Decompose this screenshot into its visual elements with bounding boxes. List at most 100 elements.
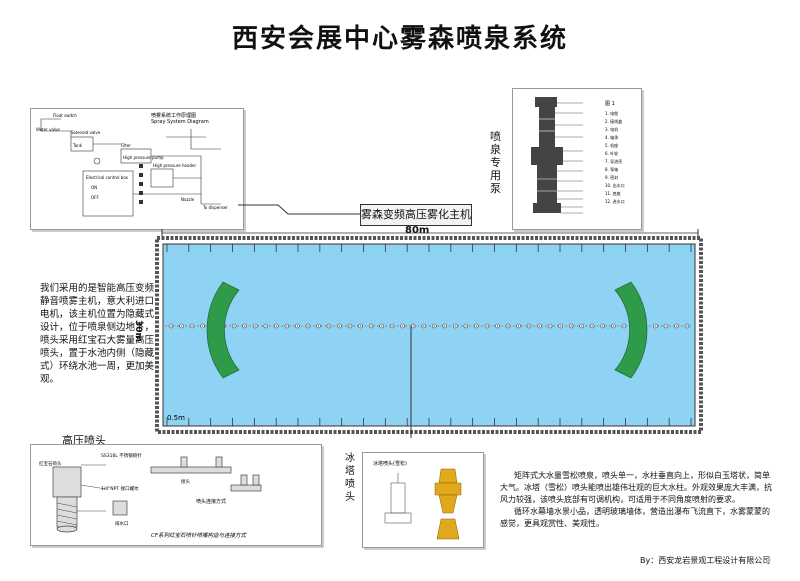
schematic-label: Float switch bbox=[53, 113, 77, 118]
schematic-title-cn: 喷雾系统工作原理图 bbox=[151, 112, 196, 119]
schematic-label: Water valve bbox=[36, 127, 60, 132]
schematic-label: Filter bbox=[121, 143, 131, 148]
nozzle-dot bbox=[170, 325, 172, 327]
nozzle-dot bbox=[475, 325, 477, 327]
schematic-label: OFF bbox=[91, 195, 99, 200]
nozzle-row bbox=[168, 323, 690, 329]
schematic-label: High pressure header bbox=[153, 163, 196, 168]
pump-drawing: 图 1 1. 电缆 2. 接线盒 3. 电机 4. 轴承 5. 机座 6. 叶轮… bbox=[531, 97, 625, 214]
ice-tower-nozzle-diagram: 冰塔喷头(雪松) bbox=[362, 452, 484, 548]
ice-tower-nozzle-label: 冰塔喷头 bbox=[345, 453, 355, 503]
page-title: 西安会展中心雾森喷泉系统 bbox=[231, 24, 568, 54]
top-posts bbox=[166, 244, 692, 252]
pool-water bbox=[162, 243, 696, 427]
right-green-arc bbox=[614, 281, 648, 379]
left-description: 我们采用的是智能高压变频静音喷雾主机，意大利进口电机，该主机位置为隐藏式设计，位… bbox=[40, 283, 155, 385]
nozzle-dot bbox=[201, 325, 204, 327]
nozzle-dot bbox=[328, 325, 330, 327]
pump-legend-item: 5. 机座 bbox=[605, 142, 618, 148]
nozzle-dot bbox=[686, 325, 688, 327]
nozzle-dot bbox=[233, 325, 235, 327]
nozzle-dot bbox=[465, 325, 467, 327]
spray-system-schematic: 喷雾系统工作原理图 Spray System Diagram Water val… bbox=[30, 108, 244, 230]
nozzle-label: 排水口 bbox=[115, 520, 129, 527]
nozzle-dot bbox=[433, 325, 435, 327]
nozzle-dot bbox=[391, 325, 393, 327]
pump-legend-item: 1. 电缆 bbox=[605, 110, 618, 116]
nozzle-dot bbox=[444, 325, 446, 327]
high-pressure-host-label: 雾森变频高压雾化主机 bbox=[360, 204, 472, 226]
right-description-para-2: 循环水幕墙水景小品，透明玻璃墙体，营造出瀑布飞流直下，水雾蒙蒙的感觉，更具观赏性… bbox=[500, 507, 770, 528]
fountain-pump-label: 喷泉专用泵 bbox=[490, 130, 501, 195]
nozzle-dot bbox=[591, 325, 593, 327]
nozzle-dot bbox=[275, 325, 277, 327]
nozzle-dot bbox=[244, 325, 246, 327]
left-green-arc bbox=[206, 281, 240, 379]
pump-legend-item: 9. 密封 bbox=[605, 174, 618, 180]
nozzle-label: SS316L 不锈钢喷针 bbox=[101, 452, 142, 459]
nozzle-dot bbox=[359, 325, 362, 327]
schematic-drawing: 喷雾系统工作原理图 Spray System Diagram Water val… bbox=[36, 112, 228, 217]
pump-legend-title: 图 1 bbox=[605, 101, 615, 107]
nozzle-label: 接头 bbox=[181, 478, 190, 485]
nozzle-dot bbox=[612, 325, 614, 327]
fountain-pump-diagram: 图 1 1. 电缆 2. 接线盒 3. 电机 4. 轴承 5. 机座 6. 叶轮… bbox=[512, 88, 642, 230]
nozzle-caption: CF系列红宝石喷针喷嘴构造与连接方式 bbox=[151, 532, 248, 539]
nozzle-dot bbox=[254, 325, 256, 327]
fountain-pool-plan: 0.5m bbox=[155, 236, 703, 434]
pump-legend-item: 8. 泵轴 bbox=[605, 166, 618, 172]
nozzle-dot bbox=[486, 325, 488, 327]
nozzle-dot bbox=[191, 325, 193, 327]
schematic-label: Tank bbox=[72, 143, 83, 148]
credit-text: By：西安龙岩景观工程设计有限公司 bbox=[640, 556, 771, 565]
pool-depth-label: 0.5m bbox=[167, 414, 185, 422]
right-description-para-1: 矩阵式大水量雪松喷泉，喷头单一，水柱垂直向上，形似白玉塔状，简单大气。冰塔（雪松… bbox=[500, 471, 772, 504]
high-pressure-nozzle-title: 高压喷头 bbox=[62, 434, 106, 447]
pump-legend-item: 10. 出水口 bbox=[605, 182, 625, 188]
schematic-label: ON bbox=[91, 185, 97, 190]
nozzle-dot bbox=[317, 325, 320, 327]
ice-tower-inner-label: 冰塔喷头(雪松) bbox=[373, 460, 407, 467]
pump-legend-item: 2. 接线盒 bbox=[605, 118, 622, 124]
pump-legend-item: 6. 叶轮 bbox=[605, 150, 618, 156]
pool-length-label: 80m bbox=[405, 225, 430, 236]
schematic-title-en: Spray System Diagram bbox=[151, 119, 209, 125]
pump-legend-item: 11. 底座 bbox=[605, 190, 621, 196]
length-dimension-line bbox=[161, 229, 699, 237]
nozzle-dot bbox=[307, 325, 309, 327]
pump-legend-item: 3. 电机 bbox=[605, 126, 618, 132]
pump-legend-item: 4. 轴承 bbox=[605, 134, 618, 140]
nozzle-dot bbox=[538, 325, 541, 327]
schematic-label: Solenoid valve bbox=[71, 130, 101, 135]
nozzle-label: 1/4"NPT 接口螺纹 bbox=[101, 485, 139, 492]
pump-legend-item: 7. 导流壳 bbox=[605, 158, 622, 164]
pump-legend-item: 12. 进水口 bbox=[605, 198, 625, 204]
ice-tower-drawing: 冰塔喷头(雪松) bbox=[373, 460, 462, 540]
right-description: 矩阵式大水量雪松喷泉，喷头单一，水柱垂直向上，形似白玉塔状，简单大气。冰塔（雪松… bbox=[500, 470, 775, 530]
nozzle-dot bbox=[412, 325, 414, 327]
schematic-label: Electrical control box bbox=[86, 175, 129, 180]
nozzle-dot bbox=[381, 325, 383, 327]
nozzle-dot bbox=[654, 325, 657, 327]
nozzle-dot bbox=[454, 325, 456, 327]
high-pressure-nozzle-diagram: 红宝石喷头 SS316L 不锈钢喷针 1/4"NPT 接口螺纹 排水口 接头 喷… bbox=[30, 444, 322, 546]
host-connector-line bbox=[238, 204, 362, 215]
nozzle-dot bbox=[528, 325, 530, 327]
nozzle-dot bbox=[507, 325, 509, 327]
nozzle-dot bbox=[549, 325, 551, 327]
nozzle-dot bbox=[286, 325, 288, 327]
nozzle-dot bbox=[370, 325, 372, 327]
nozzle-label: 喷头连接方式 bbox=[196, 498, 226, 505]
nozzle-dot bbox=[296, 325, 298, 327]
bottom-posts bbox=[166, 418, 692, 426]
nozzle-dot bbox=[423, 325, 425, 327]
nozzle-dot bbox=[665, 325, 667, 327]
nozzle-dot bbox=[602, 325, 604, 327]
pool-outer-border bbox=[155, 236, 703, 434]
nozzle-dot bbox=[517, 325, 520, 327]
nozzle-dot bbox=[560, 325, 562, 327]
nozzle-dot bbox=[402, 325, 404, 327]
nozzle-label: 红宝石喷头 bbox=[39, 460, 62, 467]
nozzle-drawing: 红宝石喷头 SS316L 不锈钢喷针 1/4"NPT 接口螺纹 排水口 接头 喷… bbox=[39, 452, 262, 539]
nozzle-dot bbox=[675, 325, 678, 327]
